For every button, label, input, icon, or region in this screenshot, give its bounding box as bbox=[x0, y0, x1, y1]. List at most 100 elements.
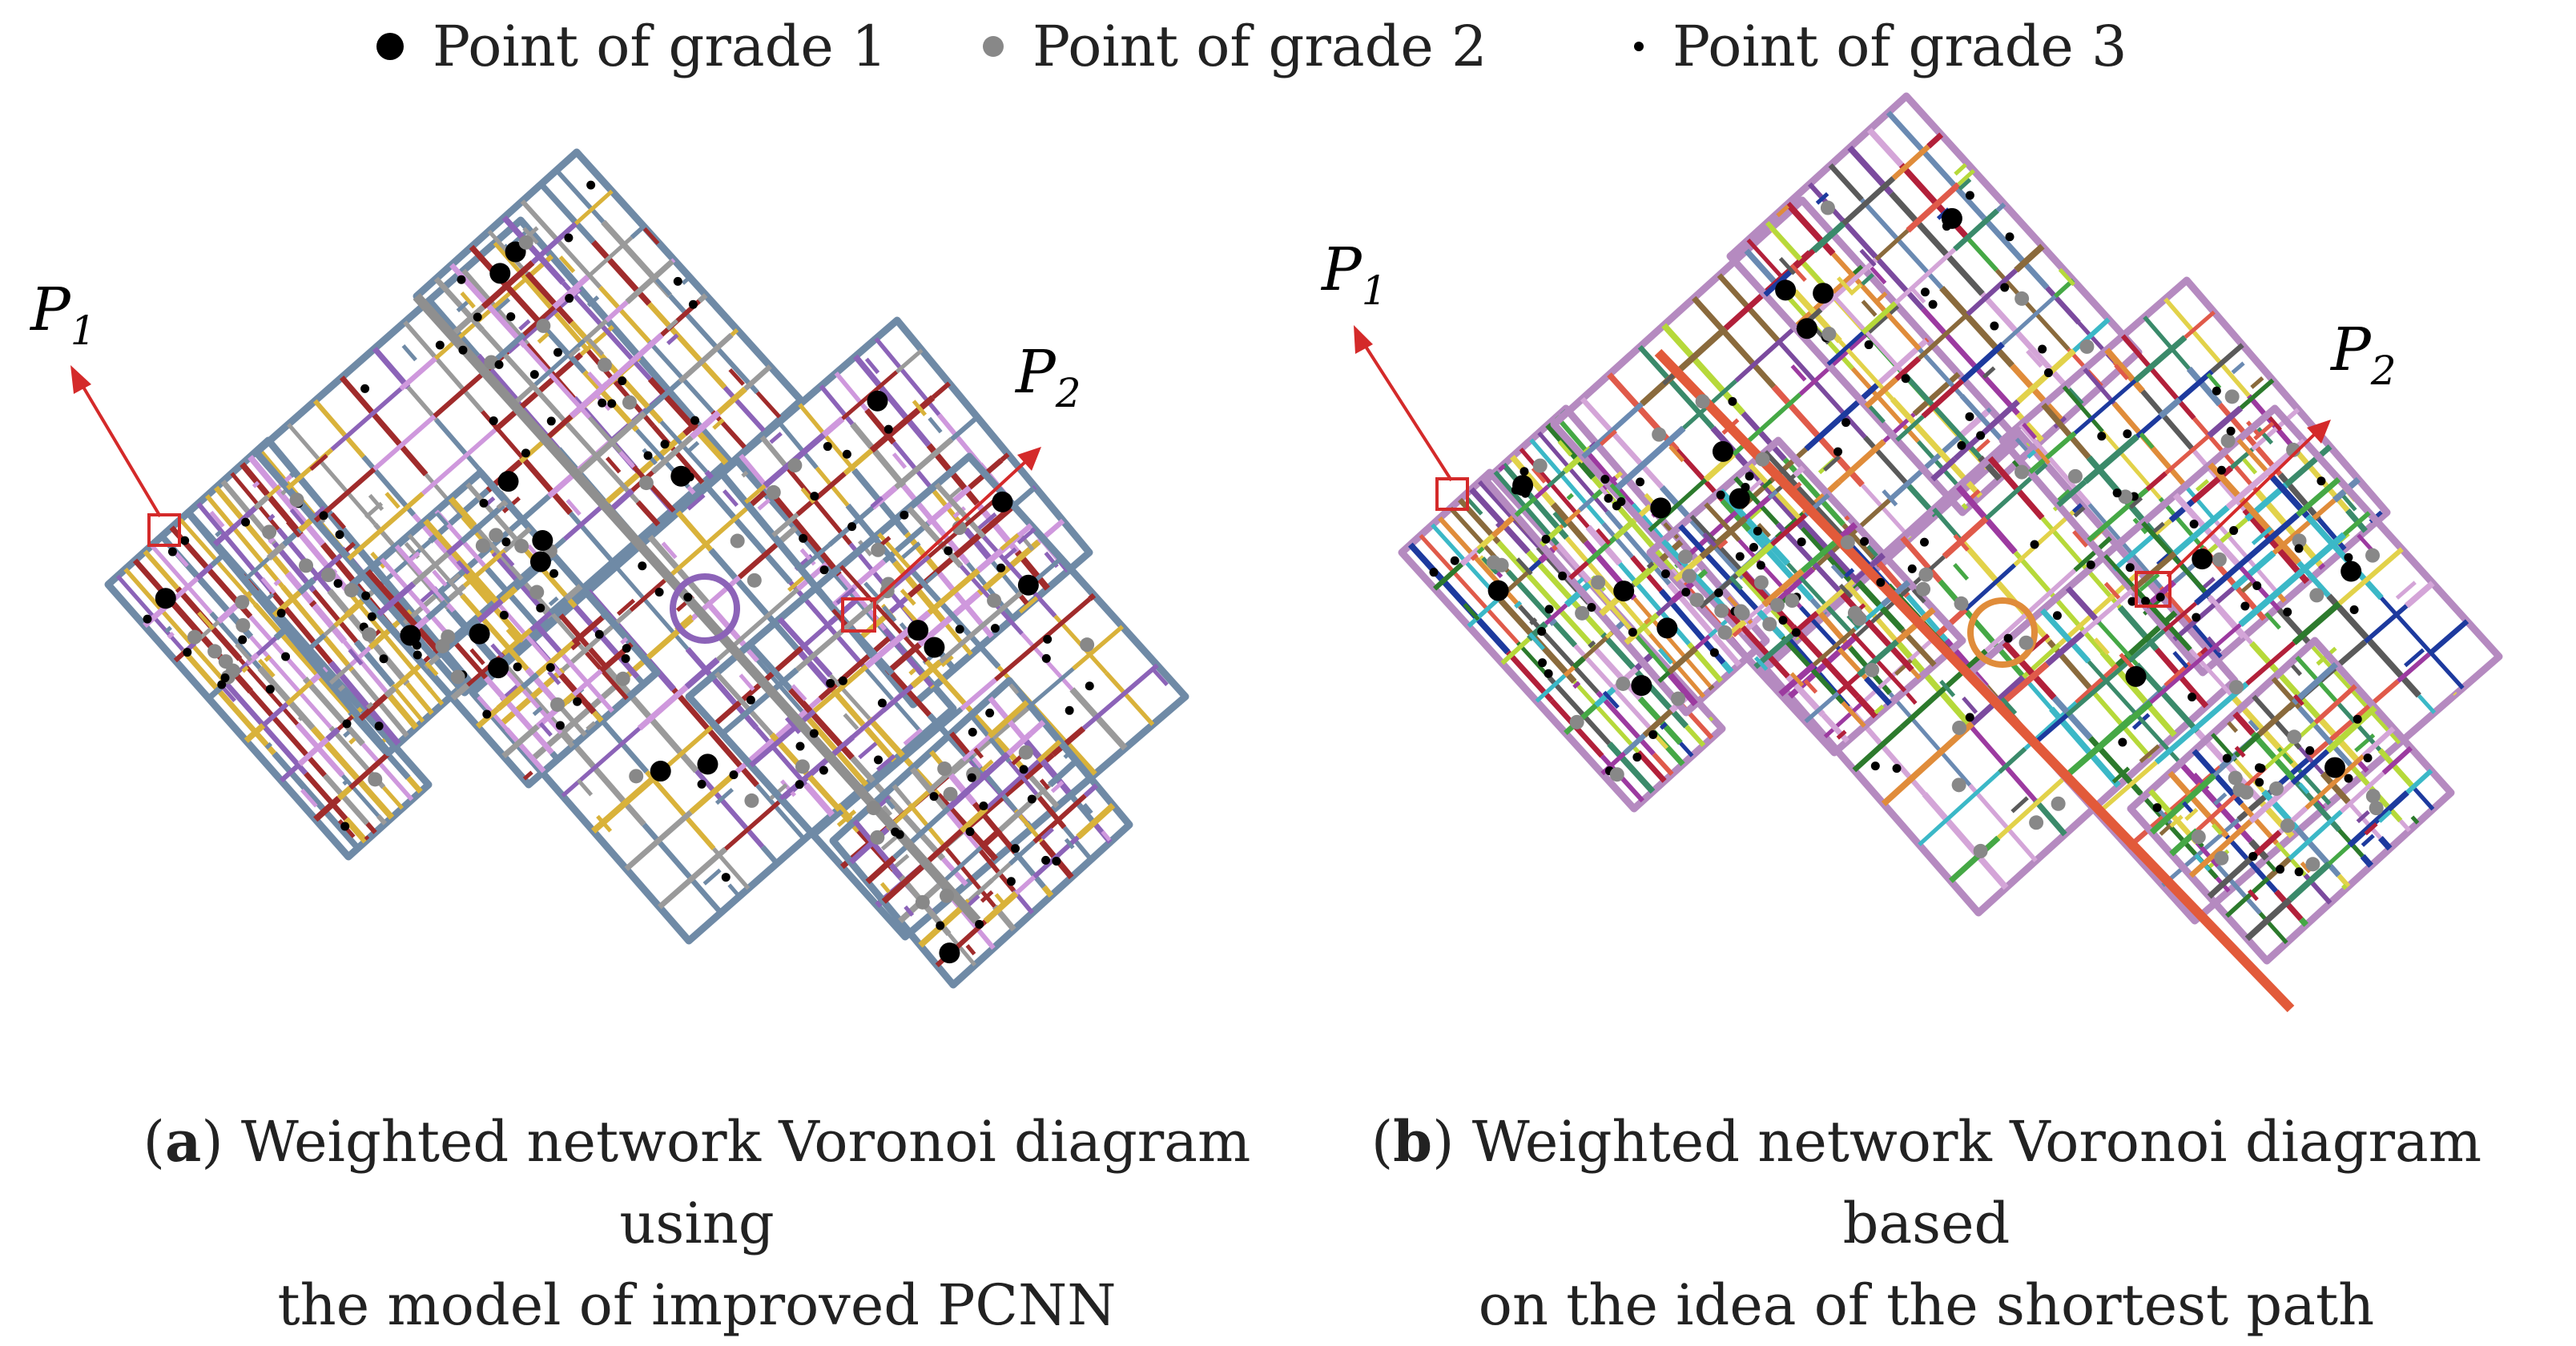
network-point bbox=[1085, 681, 1094, 690]
road-segment bbox=[2419, 696, 2434, 713]
road-segment bbox=[524, 772, 532, 778]
network-point bbox=[598, 399, 606, 408]
road-segment bbox=[759, 500, 769, 508]
network-point bbox=[1018, 575, 1039, 596]
network-point bbox=[180, 536, 189, 545]
network-point bbox=[2153, 803, 2162, 812]
network-point bbox=[1929, 300, 1938, 309]
road-segment bbox=[533, 708, 541, 714]
network-point bbox=[2141, 597, 2150, 605]
road-segment bbox=[1998, 204, 2005, 211]
network-point bbox=[2240, 602, 2249, 611]
panel-a-road-network bbox=[108, 152, 1185, 985]
network-point bbox=[1908, 565, 1917, 573]
road-segment bbox=[2268, 862, 2276, 870]
road-segment bbox=[386, 688, 395, 696]
network-point bbox=[650, 761, 671, 781]
road-segment bbox=[1005, 548, 1016, 557]
road-segment bbox=[2401, 821, 2409, 830]
network-point bbox=[731, 534, 745, 548]
network-point bbox=[916, 895, 930, 910]
network-point bbox=[1541, 535, 1550, 544]
road-segment bbox=[2208, 374, 2220, 388]
network-point bbox=[820, 565, 829, 574]
road-segment bbox=[1984, 368, 1994, 377]
network-point bbox=[826, 679, 835, 688]
network-point bbox=[219, 654, 233, 669]
network-point bbox=[1736, 552, 1745, 561]
network-point bbox=[1848, 606, 1862, 621]
road-segment bbox=[1830, 165, 1862, 199]
network-point bbox=[514, 539, 529, 553]
network-point bbox=[744, 794, 759, 808]
road-segment bbox=[771, 433, 781, 442]
network-point bbox=[586, 181, 595, 190]
network-point bbox=[1575, 606, 1589, 621]
network-point bbox=[1488, 581, 1509, 601]
network-point bbox=[2053, 611, 2062, 620]
network-point bbox=[495, 360, 504, 369]
road-segment bbox=[1862, 301, 1875, 315]
road-segment bbox=[428, 602, 446, 618]
road-segment bbox=[2328, 708, 2375, 751]
road-segment bbox=[2414, 789, 2433, 810]
road-segment bbox=[2147, 473, 2166, 489]
road-segment bbox=[638, 502, 660, 527]
road-segment bbox=[175, 653, 184, 661]
road-segment bbox=[2137, 416, 2160, 436]
network-point bbox=[457, 275, 465, 284]
network-point bbox=[1965, 412, 1974, 421]
road-segment bbox=[1710, 686, 1713, 689]
network-point bbox=[2188, 693, 2196, 701]
road-segment bbox=[366, 504, 382, 517]
network-point bbox=[262, 524, 276, 539]
road-segment bbox=[704, 870, 720, 884]
network-point bbox=[1753, 527, 1762, 536]
road-segment bbox=[452, 575, 460, 581]
panel-a-p1-marker bbox=[70, 365, 179, 545]
road-segment bbox=[1089, 595, 1094, 599]
network-point bbox=[1487, 555, 1501, 569]
network-point bbox=[564, 233, 573, 242]
network-point bbox=[870, 830, 884, 845]
network-point bbox=[451, 669, 465, 684]
road-segment bbox=[929, 418, 940, 432]
road-segment bbox=[2358, 535, 2372, 550]
road-segment bbox=[2362, 835, 2373, 846]
network-point bbox=[1797, 537, 1806, 546]
network-point bbox=[547, 416, 556, 425]
road-segment bbox=[2381, 598, 2463, 689]
road-segment bbox=[1944, 519, 1986, 557]
network-point bbox=[553, 348, 562, 357]
network-point bbox=[1610, 767, 1624, 781]
network-point bbox=[1613, 581, 1634, 601]
road-segment bbox=[859, 743, 876, 757]
network-point bbox=[839, 677, 847, 685]
road-segment bbox=[578, 780, 591, 795]
p1-arrow-head-icon bbox=[70, 365, 91, 394]
road-segment bbox=[2412, 817, 2417, 823]
road-segment bbox=[823, 419, 842, 435]
network-point bbox=[956, 625, 964, 633]
network-point bbox=[2212, 387, 2221, 396]
network-point bbox=[940, 889, 954, 903]
network-point bbox=[266, 685, 275, 693]
road-segment bbox=[2320, 565, 2323, 569]
road-segment bbox=[961, 808, 986, 830]
network-point bbox=[674, 277, 682, 286]
network-point bbox=[546, 663, 555, 672]
network-point bbox=[1544, 669, 1553, 678]
network-point bbox=[1451, 556, 1459, 565]
network-point bbox=[2221, 433, 2236, 448]
network-point bbox=[1952, 721, 1966, 735]
network-point bbox=[2227, 427, 2236, 436]
network-point bbox=[2097, 432, 2106, 440]
road-segment bbox=[1929, 135, 1942, 147]
panel-b-p2-label: P2 bbox=[2329, 315, 2397, 394]
network-point bbox=[767, 485, 781, 500]
network-point bbox=[536, 319, 550, 333]
road-segment bbox=[1963, 504, 1967, 508]
panel-a-p1-label: P1 bbox=[29, 275, 96, 354]
network-point bbox=[2287, 729, 2301, 744]
network-point bbox=[992, 492, 1012, 512]
